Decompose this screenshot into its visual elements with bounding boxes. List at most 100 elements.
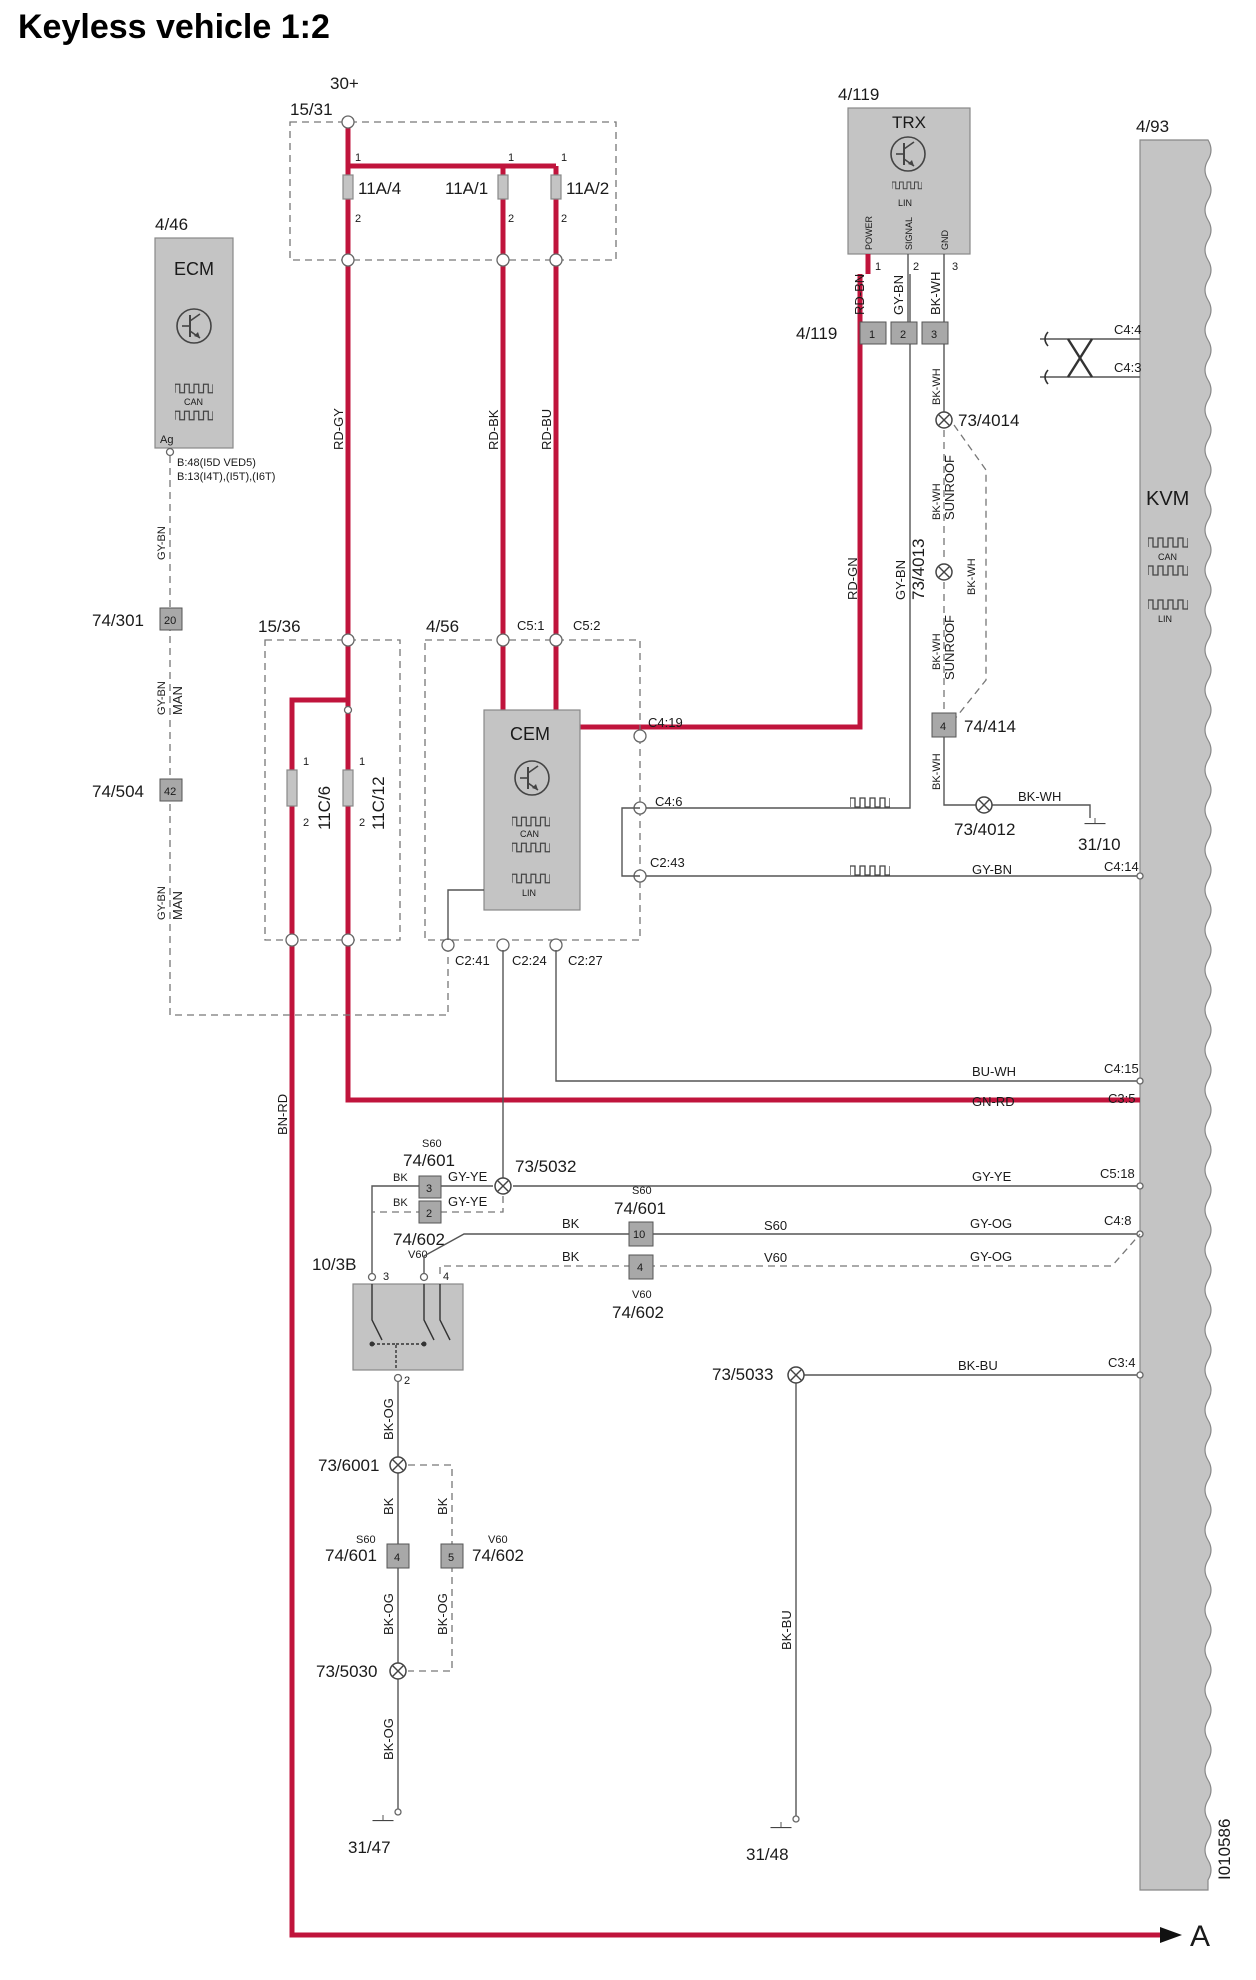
svg-text:2: 2 — [355, 213, 361, 225]
wire-label-rd-bk: RD-BK — [486, 409, 501, 450]
svg-text:1: 1 — [875, 261, 881, 273]
kvm-module — [1139, 139, 1212, 1891]
splice-73-4013: 73/4013 — [909, 539, 928, 600]
fuse-11c12: 11C/12 — [369, 776, 388, 830]
svg-text:SIGNAL: SIGNAL — [904, 217, 914, 250]
svg-text:4: 4 — [394, 1552, 400, 1564]
svg-text:BK: BK — [435, 1497, 450, 1515]
svg-text:GY-BN: GY-BN — [156, 886, 168, 920]
svg-text:BK-WH: BK-WH — [931, 753, 943, 790]
svg-text:BK-WH: BK-WH — [931, 483, 943, 520]
svg-text:GY-OG: GY-OG — [970, 1216, 1012, 1231]
trx-name: TRX — [892, 113, 926, 132]
svg-text:BK: BK — [381, 1497, 396, 1515]
fuse-11a4: 11A/4 — [358, 179, 401, 198]
svg-text:1: 1 — [303, 756, 309, 768]
svg-text:C5:18: C5:18 — [1100, 1166, 1135, 1181]
svg-text:C4:14: C4:14 — [1104, 859, 1139, 874]
wire-rd-gy-gn-rd — [345, 122, 1140, 1103]
splice-73-5030: 73/5030 — [316, 1662, 377, 1681]
conn-74-601-a: 74/601 — [403, 1151, 455, 1170]
svg-text:4: 4 — [637, 1262, 643, 1274]
svg-text:2: 2 — [404, 1375, 410, 1387]
switch-ref: 10/3B — [312, 1255, 356, 1274]
svg-text:S60: S60 — [422, 1138, 442, 1150]
svg-text:1: 1 — [869, 329, 875, 341]
svg-text:BK-OG: BK-OG — [381, 1718, 396, 1760]
svg-text:2: 2 — [913, 261, 919, 273]
svg-text:1: 1 — [359, 756, 365, 768]
svg-text:GY-BN: GY-BN — [156, 526, 168, 560]
splice-73-4014: 73/4014 — [958, 411, 1019, 430]
wire-gy-og-s60 — [423, 1233, 1140, 1274]
svg-text:V60: V60 — [488, 1534, 508, 1546]
svg-text:10: 10 — [633, 1229, 645, 1241]
ecm-ag: Ag — [160, 434, 173, 446]
kvm-can-label: CAN — [1158, 552, 1177, 562]
svg-text:GY-YE: GY-YE — [972, 1169, 1012, 1184]
svg-text:GND: GND — [940, 230, 950, 251]
svg-text:C2:43: C2:43 — [650, 855, 685, 870]
fuse-11a1: 11A/1 — [445, 179, 488, 198]
svg-text:MAN: MAN — [170, 891, 185, 920]
cem-ref: 4/56 — [426, 617, 459, 636]
svg-text:CAN: CAN — [184, 397, 203, 407]
svg-text:GY-BN: GY-BN — [891, 275, 906, 315]
svg-text:GY-BN: GY-BN — [972, 862, 1012, 877]
fuse-11a2: 11A/2 — [566, 179, 609, 198]
end-marker: A — [1190, 1920, 1210, 1953]
svg-text:BK-OG: BK-OG — [381, 1593, 396, 1635]
splice-73-4012: 73/4012 — [954, 820, 1015, 839]
svg-text:2: 2 — [359, 817, 365, 829]
ecm-conn-2: B:13(I4T),(I5T),(I6T) — [177, 471, 275, 483]
svg-text:C4:3: C4:3 — [1114, 360, 1141, 375]
fuse-11c6: 11C/6 — [315, 786, 334, 830]
svg-text:BK-OG: BK-OG — [435, 1593, 450, 1635]
splice-73-6001: 73/6001 — [318, 1456, 379, 1475]
svg-text:2: 2 — [426, 1208, 432, 1220]
cem-name: CEM — [510, 724, 550, 744]
svg-text:BU-WH: BU-WH — [972, 1064, 1016, 1079]
kvm-lin-label: LIN — [1158, 614, 1172, 624]
svg-text:BK: BK — [393, 1172, 408, 1184]
conn-74-602-c: 74/602 — [472, 1546, 524, 1565]
svg-text:BK: BK — [393, 1197, 408, 1209]
svg-text:C3:4: C3:4 — [1108, 1355, 1135, 1370]
ecm-ref: 4/46 — [155, 215, 188, 234]
svg-text:BK: BK — [562, 1216, 580, 1231]
conn-74-414: 74/414 — [964, 717, 1016, 736]
svg-text:BK-WH: BK-WH — [928, 272, 943, 315]
svg-text:BK-WH: BK-WH — [1018, 789, 1061, 804]
svg-text:CAN: CAN — [520, 829, 539, 839]
svg-text:C2:41: C2:41 — [455, 953, 490, 968]
conn-74-602-a: 74/602 — [393, 1230, 445, 1249]
svg-text:2: 2 — [561, 213, 567, 225]
page-title: Keyless vehicle 1:2 — [18, 8, 330, 46]
svg-text:C5:1: C5:1 — [517, 618, 544, 633]
svg-text:2: 2 — [508, 213, 514, 225]
kvm-name: KVM — [1146, 488, 1189, 510]
svg-text:3: 3 — [952, 261, 958, 273]
wire-bk-bu — [795, 1374, 1140, 1817]
conn-74-504: 74/504 — [92, 782, 144, 801]
svg-text:BK-WH: BK-WH — [966, 558, 978, 595]
svg-text:C3:5: C3:5 — [1108, 1091, 1135, 1106]
svg-text:4: 4 — [940, 721, 946, 733]
wire-gy-bn-man — [169, 456, 449, 1016]
trx-conn-ref: 4/119 — [796, 324, 837, 343]
svg-text:3: 3 — [931, 329, 937, 341]
svg-text:BK: BK — [562, 1249, 580, 1264]
svg-text:C5:2: C5:2 — [573, 618, 600, 633]
fusebox-15-31 — [289, 121, 617, 261]
wire-label-rd-gn: RD-GN — [845, 557, 860, 600]
wire-bu-wh — [555, 950, 1140, 1082]
supply-label: 30+ — [330, 74, 359, 93]
svg-text:RD-BN: RD-BN — [852, 274, 867, 315]
ground-31-10: 31/10 — [1078, 835, 1121, 854]
splice-73-5033: 73/5033 — [712, 1365, 773, 1384]
svg-text:C4:4: C4:4 — [1114, 322, 1141, 337]
svg-text:3: 3 — [426, 1183, 432, 1195]
svg-text:C4:19: C4:19 — [648, 715, 683, 730]
svg-text:MAN: MAN — [170, 686, 185, 715]
